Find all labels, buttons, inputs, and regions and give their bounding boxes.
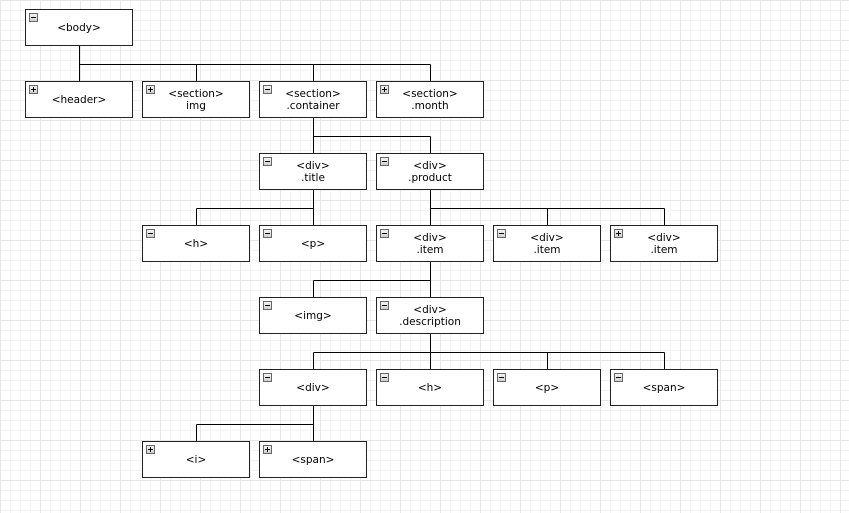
node-h-desc[interactable]: <h> xyxy=(376,369,484,406)
node-label: <i> xyxy=(185,453,207,466)
node-div-title[interactable]: <div> .title xyxy=(259,153,367,190)
node-p-desc[interactable]: <p> xyxy=(493,369,601,406)
node-div-item-1[interactable]: <div> .item xyxy=(376,225,484,262)
node-div-desc[interactable]: <div> xyxy=(259,369,367,406)
node-class: .item xyxy=(650,243,678,256)
node-header[interactable]: <header> xyxy=(25,81,133,118)
expand-icon[interactable] xyxy=(263,445,272,454)
expand-icon[interactable] xyxy=(29,85,38,94)
node-label: <p> xyxy=(534,381,560,394)
node-tag: <div> xyxy=(647,231,681,244)
connector-div-product xyxy=(430,190,665,225)
node-img-item[interactable]: <img> xyxy=(259,297,367,334)
node-tag: <div> xyxy=(296,159,330,172)
node-label: <span> xyxy=(642,381,686,394)
node-h-title[interactable]: <h> xyxy=(142,225,250,262)
collapse-icon[interactable] xyxy=(263,85,272,94)
node-class: .item xyxy=(416,243,444,256)
collapse-icon[interactable] xyxy=(263,157,272,166)
collapse-icon[interactable] xyxy=(263,301,272,310)
node-tag: <div> xyxy=(530,231,564,244)
expand-icon[interactable] xyxy=(380,85,389,94)
node-class: .product xyxy=(408,171,452,184)
node-span-inner[interactable]: <span> xyxy=(259,441,367,478)
node-label: <body> xyxy=(57,21,101,34)
collapse-icon[interactable] xyxy=(497,229,506,238)
collapse-icon[interactable] xyxy=(380,157,389,166)
node-p-title[interactable]: <p> xyxy=(259,225,367,262)
node-div-item-2[interactable]: <div> .item xyxy=(493,225,601,262)
collapse-icon[interactable] xyxy=(380,373,389,382)
node-span-desc[interactable]: <span> xyxy=(610,369,718,406)
node-class: .description xyxy=(399,315,461,328)
connector-div-desc xyxy=(196,406,314,441)
connector-div-description xyxy=(313,334,665,369)
node-tag: <section> xyxy=(285,87,341,100)
connector-div-item-1 xyxy=(313,262,431,297)
expand-icon[interactable] xyxy=(614,229,623,238)
node-tag: <div> xyxy=(413,303,447,316)
collapse-icon[interactable] xyxy=(497,373,506,382)
node-body[interactable]: <body> xyxy=(25,9,133,46)
collapse-icon[interactable] xyxy=(263,229,272,238)
node-tag: <section> xyxy=(402,87,458,100)
node-section-month[interactable]: <section> .month xyxy=(376,81,484,118)
connector-div-title xyxy=(196,190,314,225)
node-label: <div> xyxy=(296,381,330,394)
node-div-product[interactable]: <div> .product xyxy=(376,153,484,190)
connector-section-container xyxy=(313,118,431,153)
node-i-inner[interactable]: <i> xyxy=(142,441,250,478)
collapse-icon[interactable] xyxy=(380,301,389,310)
node-div-item-3[interactable]: <div> .item xyxy=(610,225,718,262)
node-label: <span> xyxy=(291,453,335,466)
node-class: .title xyxy=(301,171,325,184)
node-class: .container xyxy=(286,99,340,112)
node-label: <p> xyxy=(300,237,326,250)
node-section-container[interactable]: <section> .container xyxy=(259,81,367,118)
collapse-icon[interactable] xyxy=(146,229,155,238)
expand-icon[interactable] xyxy=(146,85,155,94)
connector-body xyxy=(79,46,431,81)
expand-icon[interactable] xyxy=(146,445,155,454)
node-label: <h> xyxy=(183,237,209,250)
node-class: .item xyxy=(533,243,561,256)
node-tag: <div> xyxy=(413,159,447,172)
node-label: <header> xyxy=(51,93,107,106)
node-class: img xyxy=(186,99,206,112)
collapse-icon[interactable] xyxy=(29,13,38,22)
collapse-icon[interactable] xyxy=(614,373,623,382)
node-section-img[interactable]: <section> img xyxy=(142,81,250,118)
node-class: .month xyxy=(411,99,449,112)
collapse-icon[interactable] xyxy=(263,373,272,382)
node-label: <h> xyxy=(417,381,443,394)
collapse-icon[interactable] xyxy=(380,229,389,238)
node-tag: <section> xyxy=(168,87,224,100)
node-tag: <div> xyxy=(413,231,447,244)
node-div-description[interactable]: <div> .description xyxy=(376,297,484,334)
node-label: <img> xyxy=(294,309,332,322)
